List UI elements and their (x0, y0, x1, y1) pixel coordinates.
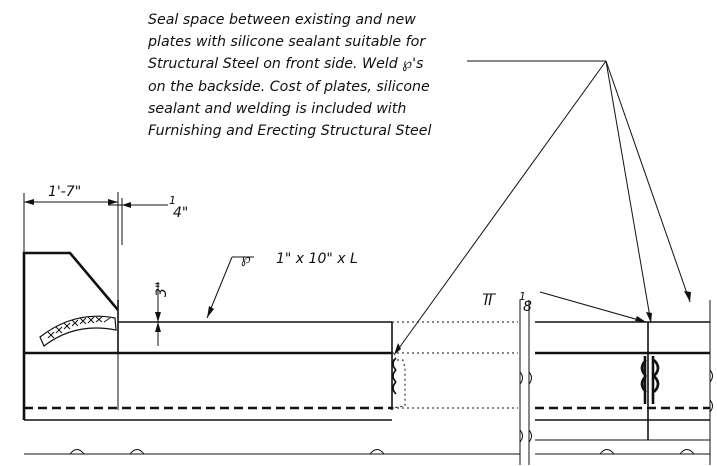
dimension-tolerance: II 1 8 (483, 290, 647, 323)
note-line-1: Seal space between existing and new (148, 12, 416, 28)
sealant-note: Seal space between existing and new plat… (147, 12, 431, 139)
end-block (22, 251, 119, 420)
tolerance-symbol: II (484, 293, 492, 309)
girder-right (535, 322, 710, 455)
girder-left (24, 322, 520, 455)
plate-callout: ℘ 1" x 10" x L (206, 251, 358, 319)
dimension-width: 1'-7" (23, 184, 119, 330)
note-line-4: on the backside. Cost of plates, silicon… (148, 79, 430, 95)
dimension-height: 3" (126, 282, 170, 346)
tolerance-numerator: 1 (519, 290, 526, 303)
note-line-3: Structural Steel on front side. Weld ℘'s (148, 56, 424, 72)
plate-size-label: 1" x 10" x L (276, 251, 358, 267)
note-line-2: plates with silicone sealant suitable fo… (147, 34, 426, 50)
plate-symbol: ℘ (241, 251, 251, 267)
width-dimension-label: 1'-7" (48, 184, 81, 200)
height-dimension-label: 3" (154, 282, 170, 297)
note-leaders (393, 60, 691, 356)
tolerance-denominator: 8 (523, 299, 532, 315)
note-line-5: sealant and welding is included with (148, 101, 406, 117)
break-lines (519, 300, 713, 465)
note-line-6: Furnishing and Erecting Structural Steel (148, 123, 431, 139)
gap-denominator: 4" (173, 205, 188, 221)
gap-numerator: 1 (169, 194, 176, 207)
dimension-gap: 1 4" (108, 194, 188, 245)
